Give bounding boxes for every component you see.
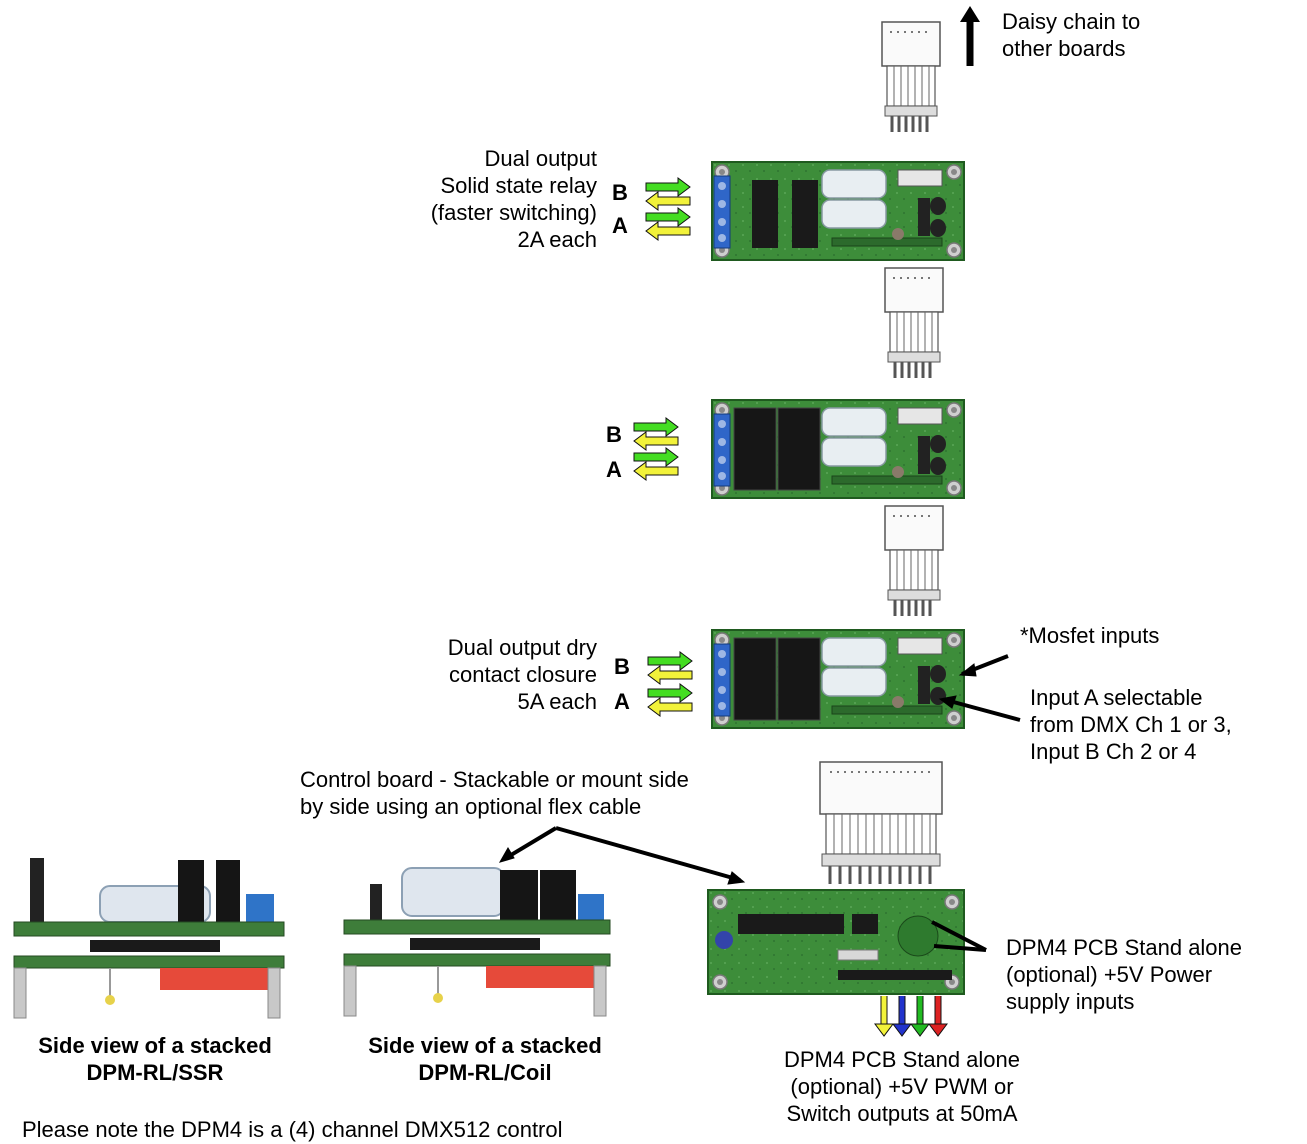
input-select-pointer	[945, 698, 1021, 722]
dry-description: Dual output dry contact closure 5A each	[448, 634, 597, 715]
ssr-description: Dual output Solid state relay (faster sw…	[431, 145, 597, 253]
pwm-note-line-3: Switch outputs at 50mA	[786, 1101, 1018, 1126]
side-view-coil-caption: Side view of a stacked DPM-RL/Coil	[330, 1032, 640, 1086]
power-note-line-3: supply inputs	[1006, 989, 1135, 1014]
ssr-desc-line-1: Dual output	[484, 146, 597, 171]
pwm-note-line-2: (optional) +5V PWM or	[790, 1074, 1014, 1099]
coil-arrow-b	[633, 417, 679, 451]
ssr-arrow-a	[645, 207, 691, 241]
side-view-coil-photo	[343, 867, 611, 1017]
side-view-ssr-line-2: DPM-RL/SSR	[86, 1060, 224, 1085]
control-board-note: Control board - Stackable or mount side …	[300, 766, 689, 820]
side-view-ssr-line-1: Side view of a stacked	[38, 1033, 272, 1058]
dry-arrow-b	[647, 651, 693, 685]
input-note-line-3: Input B Ch 2 or 4	[1030, 739, 1197, 764]
footer-note: Please note the DPM4 is a (4) channel DM…	[22, 1117, 563, 1142]
dry-desc-line-1: Dual output dry	[447, 635, 597, 660]
power-note: DPM4 PCB Stand alone (optional) +5V Powe…	[1006, 934, 1242, 1015]
input-note: Input A selectable from DMX Ch 1 or 3, I…	[1030, 684, 1232, 765]
daisy-chain-label: Daisy chain to other boards	[1002, 8, 1140, 62]
ssr-relay-a	[752, 180, 778, 248]
side-view-ssr-photo	[13, 858, 285, 1019]
input-note-line-2: from DMX Ch 1 or 3,	[1030, 712, 1232, 737]
ssr-desc-line-2: Solid state relay	[440, 173, 597, 198]
ssr-label-a: A	[612, 213, 628, 238]
daisy-chain-line-1: Daisy chain to	[1002, 9, 1141, 34]
ssr-desc-line-3: (faster switching)	[430, 200, 597, 225]
coil-arrow-a	[633, 447, 679, 481]
coil-label-a: A	[606, 457, 622, 482]
power-pointer-2	[933, 944, 987, 952]
side-view-coil-line-2: DPM-RL/Coil	[418, 1060, 552, 1085]
power-note-line-2: (optional) +5V Power	[1006, 962, 1213, 987]
daisy-chain-arrow	[960, 6, 980, 66]
dry-label-a: A	[614, 689, 630, 714]
dry-relay-b	[777, 637, 821, 721]
pwm-note-line-1: DPM4 PCB Stand alone	[783, 1047, 1021, 1072]
ssr-label-b: B	[612, 180, 628, 205]
dmx-chip	[738, 914, 844, 934]
flex-cable-2	[883, 266, 945, 380]
power-note-line-1: DPM4 PCB Stand alone	[1006, 935, 1243, 960]
mosfet-note: *Mosfet inputs	[1020, 623, 1160, 648]
side-view-ssr-caption: Side view of a stacked DPM-RL/SSR	[0, 1032, 310, 1086]
dry-desc-line-2: contact closure	[449, 662, 597, 687]
pwm-note: DPM4 PCB Stand alone (optional) +5V PWM …	[752, 1046, 1052, 1127]
control-board	[707, 889, 965, 995]
control-note-line-1: Control board - Stackable or mount side	[300, 767, 689, 792]
flex-cable-control	[819, 761, 943, 884]
coil-relay-a	[733, 407, 777, 491]
control-pointer-right	[555, 826, 741, 882]
input-note-line-1: Input A selectable	[1030, 685, 1203, 710]
flex-cable-top	[880, 20, 942, 134]
daisy-chain-line-2: other boards	[1002, 36, 1126, 61]
power-pointer-1	[931, 920, 987, 952]
dry-arrow-a	[647, 683, 693, 717]
dry-desc-line-3: 5A each	[517, 689, 597, 714]
dry-label-b: B	[614, 654, 630, 679]
dry-relay-a	[733, 637, 777, 721]
pwm-output-arrows	[874, 996, 948, 1037]
coil-label-b: B	[606, 422, 622, 447]
control-note-line-2: by side using an optional flex cable	[300, 794, 642, 819]
flex-cable-3	[883, 504, 945, 618]
side-view-coil-line-1: Side view of a stacked	[368, 1033, 602, 1058]
ssr-board	[712, 162, 964, 260]
ssr-desc-line-4: 2A each	[517, 227, 597, 252]
dry-contact-board	[712, 630, 964, 728]
coil-relay-b	[777, 407, 821, 491]
coil-board	[712, 400, 964, 498]
ssr-arrow-b	[645, 177, 691, 211]
ssr-relay-b	[792, 180, 818, 248]
control-pointer-left	[504, 826, 558, 860]
